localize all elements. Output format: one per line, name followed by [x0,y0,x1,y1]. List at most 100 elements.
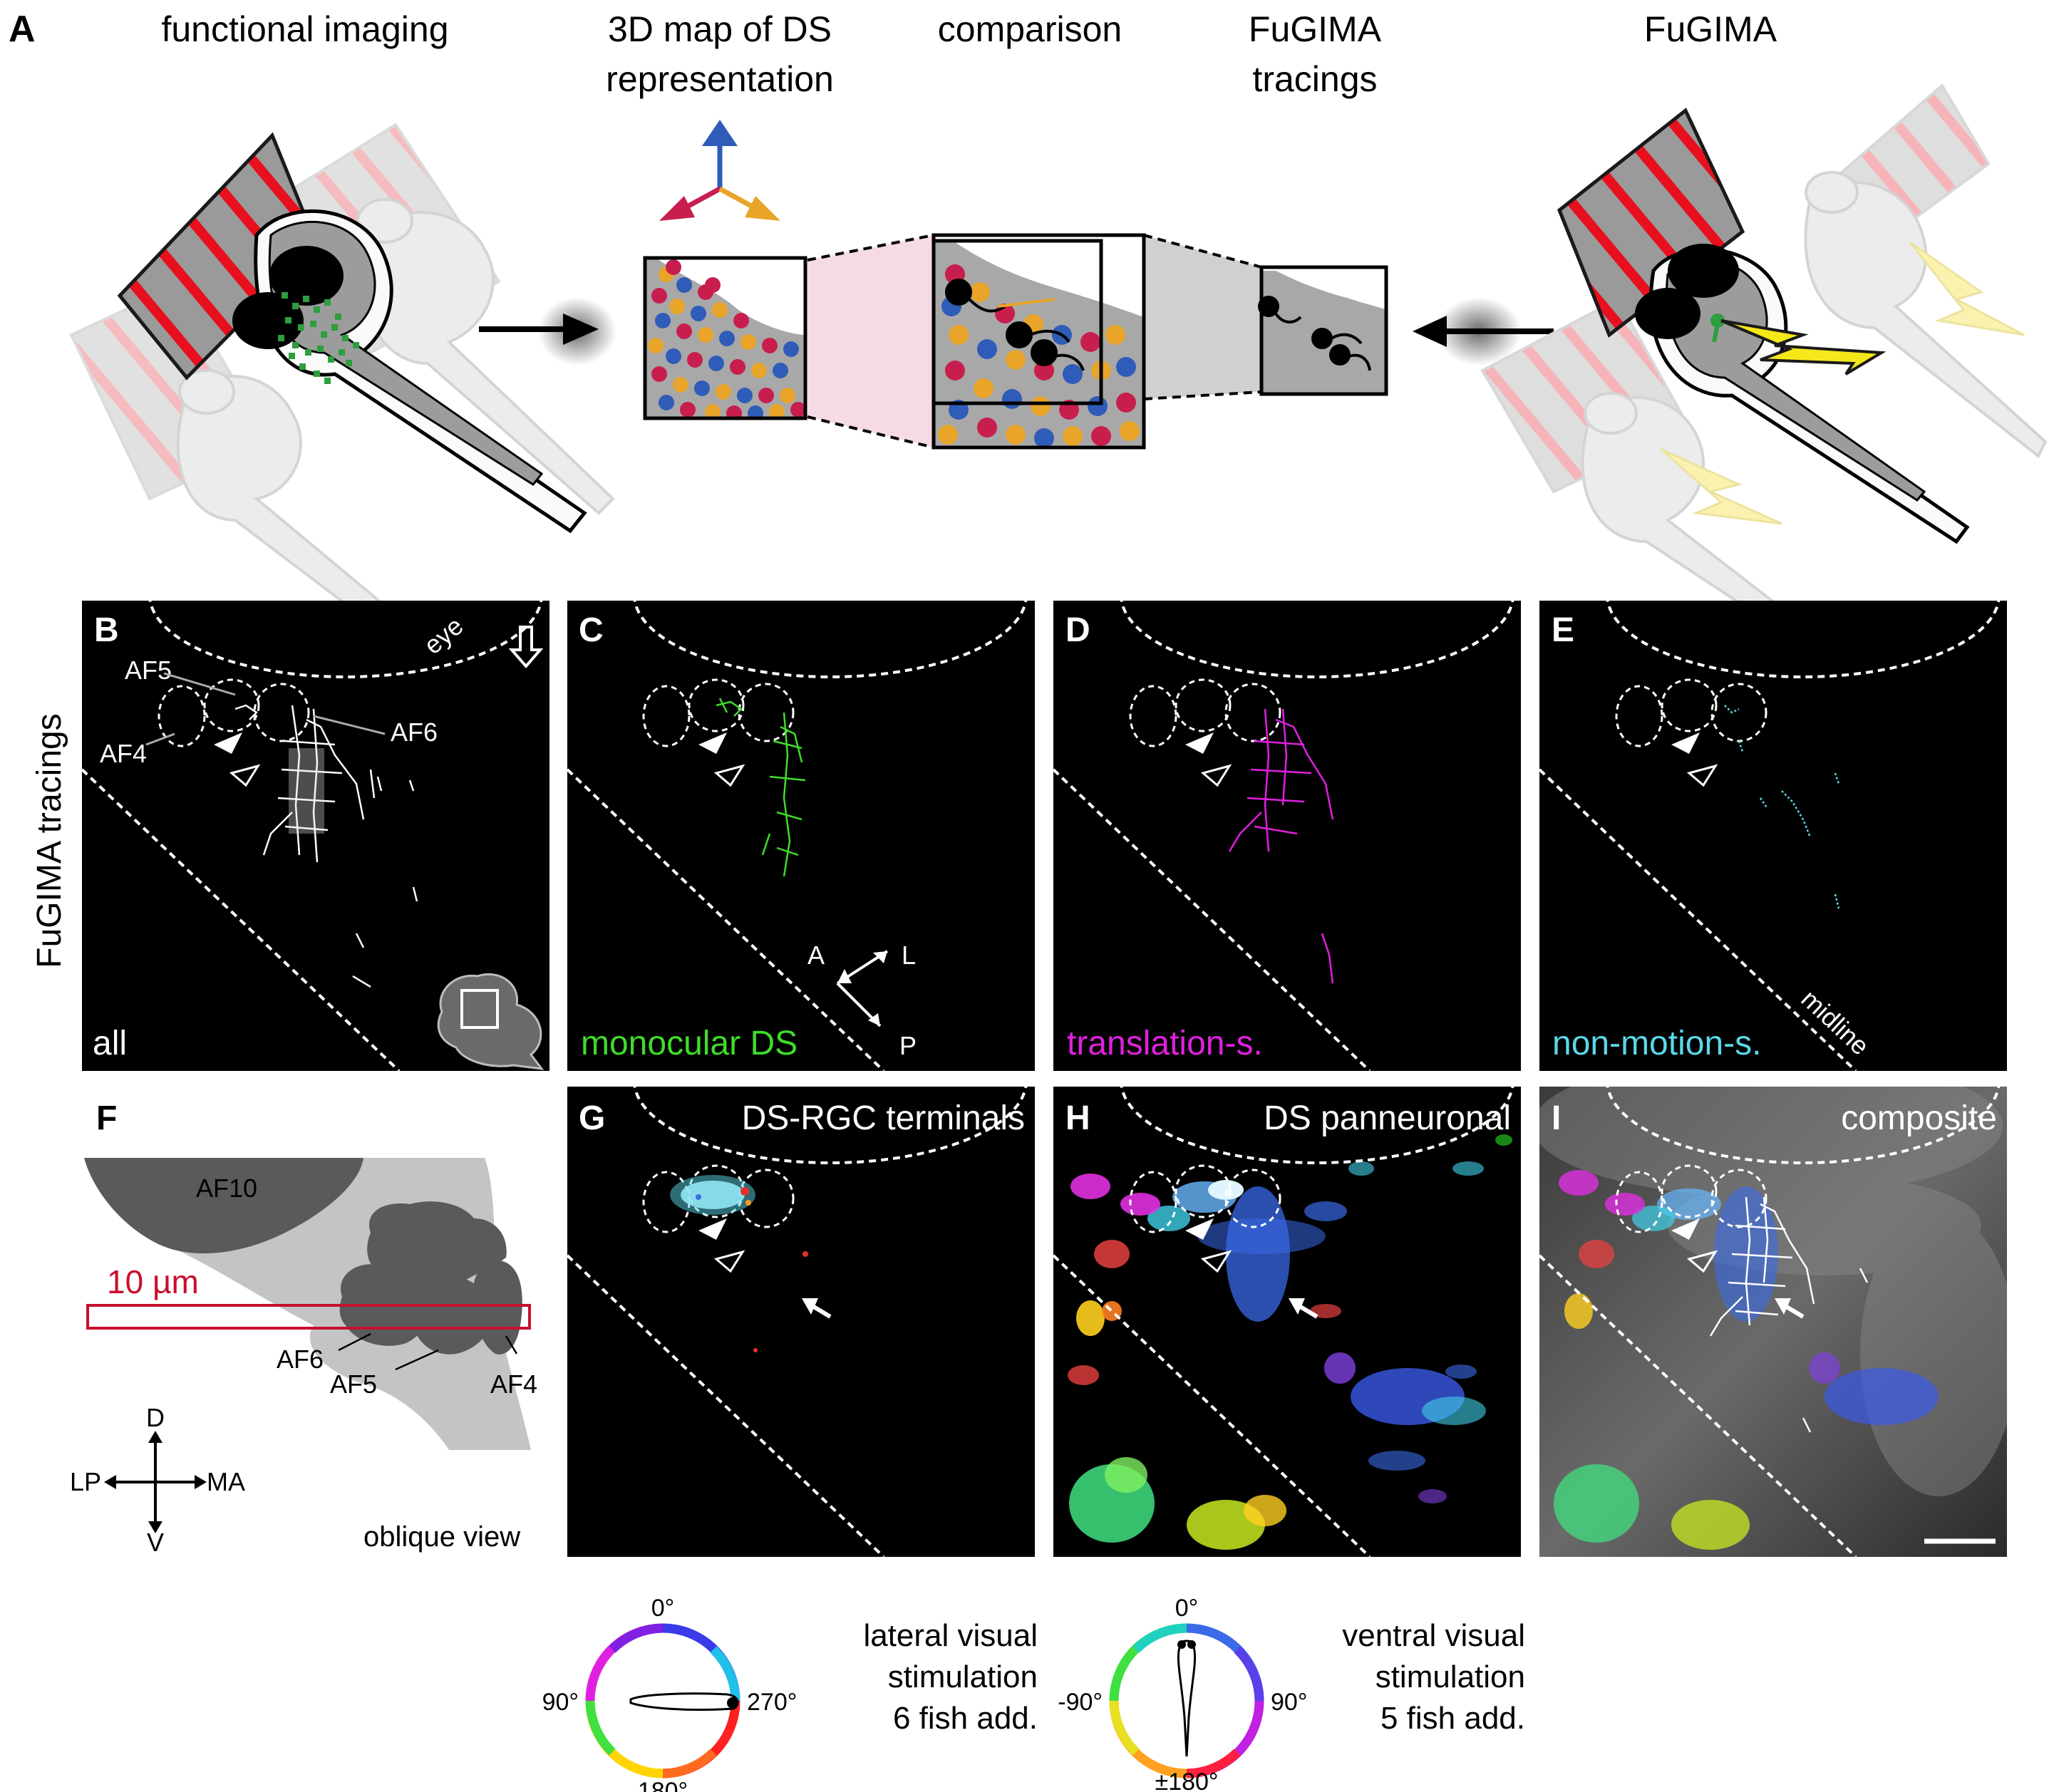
e-caption: non-motion-s. [1552,1025,1761,1062]
panel-g: G DS-RGC terminals [567,1087,1035,1557]
c-axis-p: P [899,1031,917,1060]
faint-bolt-2 [1660,447,1782,525]
ven-right-label: 90° [1271,1689,1307,1716]
panel-letter-f: F [96,1099,117,1137]
f-10um-box [86,1304,531,1330]
panel-letter-i: I [1552,1099,1561,1137]
panel-d: D translation-s. [1053,601,1521,1071]
panel-c: C A L P monocular DS [567,601,1035,1071]
b-af4-label: AF4 [100,739,147,768]
panel-h: H DS panneuronal [1053,1087,1521,1557]
faint-fish-right [1581,171,2048,654]
g-white-arrow [802,1298,832,1319]
b-tracing [234,704,418,988]
panel-letter-b: B [94,611,119,649]
panel-e: E midline non-motion-s. [1539,601,2007,1071]
pink-connector [807,235,934,447]
b-af6-label: AF6 [391,718,438,747]
ven-bottom-label: ±180° [1155,1768,1219,1792]
heading-map-line2: representation [606,59,834,99]
panel-f: F AF10 10 µm AF6 AF5 AF4 D V LP MA obliq [70,1099,537,1557]
f-af10-region [84,1158,363,1254]
panel-letter-e: E [1552,611,1574,649]
lat-caption-line3: 6 fish add. [893,1701,1038,1736]
panel-a: A functional imaging 3D map of DS repres… [9,9,2048,658]
lightning-bolt [1720,319,1887,376]
f-compass [104,1431,207,1533]
d-tracing [1228,708,1334,984]
panel-letter-g: G [579,1099,605,1137]
f-lp-label: LP [70,1467,101,1496]
b-open-arrowhead [229,764,261,787]
ven-left-label: -90° [1058,1689,1103,1716]
f-af5-label: AF5 [330,1369,377,1399]
ven-caption-line2: stimulation [1376,1659,1525,1694]
g-rgc-signal [670,1175,808,1352]
heading-functional-imaging: functional imaging [161,9,448,49]
gray-connector [1144,235,1261,399]
stimulus-screen-right [1557,108,1745,338]
panel-letter-h: H [1065,1099,1090,1137]
f-oblique-view-label: oblique view [363,1521,520,1553]
fish-left [232,209,587,534]
c-caption: monocular DS [581,1025,798,1062]
faint-bolt-1 [1909,241,2025,336]
direction-triad [659,120,780,221]
b-caption-all: all [93,1025,127,1062]
d-caption: translation-s. [1067,1025,1263,1062]
c-tracing [716,698,806,877]
larva-top-icon [1177,1640,1197,1757]
color-wheel-lateral [585,1623,740,1778]
b-orientation-arrow [508,626,544,669]
f-af6-label: AF6 [277,1345,324,1374]
f-ma-label: MA [207,1467,245,1496]
f-v-label: V [147,1528,164,1557]
f-af10-label: AF10 [196,1174,257,1203]
h-ds-signal [1068,1134,1512,1550]
heading-fugima: FuGIMA [1644,9,1777,49]
larva-side-icon [629,1692,739,1711]
ds-map-box [643,256,807,420]
c-axis-a: A [807,941,825,970]
legend-lateral: 0° 90° 270° 180° lateral visual stimulat… [542,1595,1038,1792]
panel-b: B eye AF5 AF6 AF4 all [82,601,549,1071]
lat-top-label: 0° [651,1595,675,1622]
c-axis-compass [836,950,889,1027]
heading-tracings-line1: FuGIMA [1249,9,1382,49]
color-wheel-ventral [1109,1623,1264,1778]
ven-caption-line3: 5 fish add. [1380,1701,1525,1736]
row-label-fugima-tracings: FuGIMA tracings [31,713,68,968]
b-brain-inset-icon [437,973,544,1070]
comparison-box [931,233,1146,450]
arrow-from-fugima [1413,316,1554,347]
c-axis-l: L [902,941,916,970]
f-d-label: D [146,1403,165,1432]
b-filled-arrowhead [214,732,242,754]
h-title: DS panneuronal [1264,1099,1511,1137]
e-tracing [1724,705,1840,909]
lat-caption-line2: stimulation [888,1659,1038,1694]
lat-bottom-label: 180° [638,1778,688,1792]
tracing-box [1258,265,1388,396]
legend-ventral: 0° -90° 90° ±180° ventral visual stimula… [1058,1595,1525,1792]
b-tracing-dense [289,748,324,834]
panel-letter-a: A [9,9,36,50]
f-scale-label: 10 µm [107,1263,199,1300]
i-title: composite [1841,1099,1997,1137]
i-tracing-overlay [1709,1196,1869,1433]
lat-left-label: 90° [542,1689,579,1716]
comparison-traced-neurons [945,279,1085,371]
heading-map-line1: 3D map of DS [608,9,832,49]
g-title: DS-RGC terminals [742,1099,1025,1137]
ven-top-label: 0° [1175,1595,1199,1622]
heading-comparison: comparison [938,9,1122,49]
panel-letter-c: C [579,611,604,649]
i-white-arrow [1775,1298,1805,1319]
h-white-arrow [1289,1298,1318,1319]
f-af4-label: AF4 [490,1369,537,1399]
lat-caption-line1: lateral visual [863,1618,1038,1653]
heading-tracings-line2: tracings [1252,59,1377,99]
panel-i: I composite [1539,1087,2007,1557]
b-af5-label: AF5 [125,656,172,685]
